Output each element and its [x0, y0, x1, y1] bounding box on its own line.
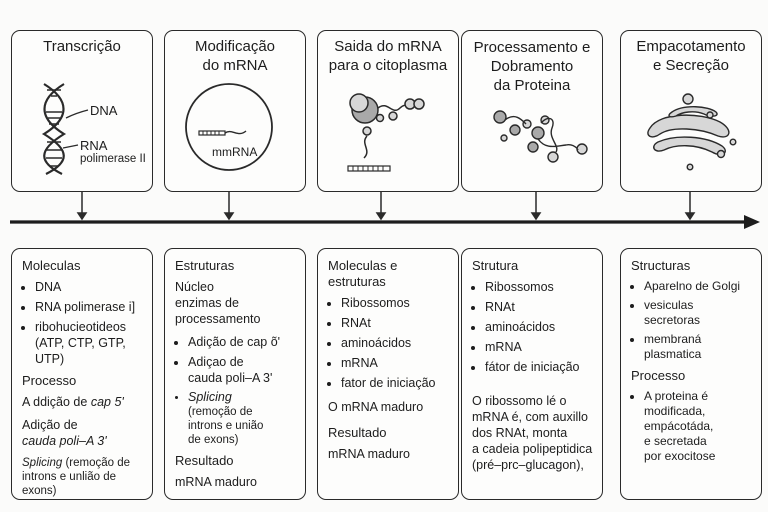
- list-item: Ribossomos: [341, 295, 450, 311]
- info-card-modificacao: Estruturas Núcleo enzimas de processamen…: [164, 248, 306, 500]
- result-text: mRNA maduro: [175, 475, 257, 489]
- list-item: mRNA: [485, 339, 594, 355]
- process-text: Splicing (remoção de introns e unlião de…: [22, 457, 131, 497]
- card-heading: Structuras: [631, 258, 691, 273]
- process-text: O mRNA maduro: [328, 400, 424, 414]
- list-item: aminoácidos: [341, 335, 450, 351]
- stage-modificacao: Modificação do mRNA: [164, 30, 306, 192]
- list-item: RNAt: [341, 315, 450, 331]
- info-card-transcricao: Moleculas DNA RNA polimerase i] ribohuci…: [11, 248, 153, 500]
- list-item: DNA: [35, 279, 144, 295]
- rna-polimerase-label: polimerase II: [80, 153, 146, 165]
- stage-title: Transcrição: [43, 38, 121, 55]
- list-item: fator de iniciação: [341, 375, 450, 391]
- result-text: mRNA maduro: [328, 447, 410, 461]
- process-text: O ribossomo lé o mRNA é, com auxillo dos…: [472, 394, 593, 472]
- list-item: RNA polimerase i]: [35, 299, 144, 315]
- card-heading: Resultado: [328, 425, 387, 440]
- dna-label: DNA: [90, 103, 118, 118]
- process-list: Adição de cap õ' Adiçao de cauda poli–A …: [175, 334, 297, 447]
- card-heading: Moleculas: [22, 258, 81, 273]
- stage-title: Processamento e Dobramento da Proteina: [473, 39, 591, 94]
- card-heading: Estruturas: [175, 258, 235, 273]
- structure-text: Núcleo enzimas de processamento: [175, 280, 261, 326]
- list-item: vesiculas secretoras: [644, 298, 753, 328]
- card-heading: Strutura: [472, 258, 519, 273]
- process-text: A ddição de cap 5': [22, 395, 124, 409]
- list-item: A proteina é modificada, empácotáda, e s…: [644, 389, 753, 464]
- list-item: Adiçao de cauda poli–A 3': [188, 354, 297, 386]
- process-text: Adição de cauda poli–A 3': [22, 418, 107, 448]
- list-item: Adição de cap õ': [188, 334, 297, 350]
- molecule-list: Ribossomos RNAt aminoácidos mRNA fator d…: [328, 295, 450, 391]
- nucleus-mrna-icon: [185, 83, 273, 171]
- protein-folding-icon: [493, 110, 588, 163]
- stage-transcricao: Transcrição: [11, 30, 153, 192]
- list-item: ribohucieotideos (ATP, CTP, GTP, UTP): [35, 319, 144, 367]
- list-item: aminoácidos: [485, 319, 594, 335]
- info-card-processamento: Strutura Ribossomos RNAt aminoácidos mRN…: [461, 248, 603, 500]
- card-heading: Processo: [22, 373, 77, 388]
- card-heading: Moleculas e estruturas: [328, 258, 398, 289]
- stage-processamento: Processamento e Dobramento da Proteina: [461, 30, 603, 192]
- info-card-saida-mrna: Moleculas e estruturas Ribossomos RNAt a…: [317, 248, 459, 500]
- mmrna-label: mmRNA: [212, 145, 258, 159]
- process-list: A proteina é modificada, empácotáda, e s…: [631, 389, 753, 464]
- stage-title: Saida do mRNA para o citoplasma: [328, 38, 448, 74]
- structure-list: Aparelno de Golgi vesiculas secretoras m…: [631, 279, 753, 362]
- stage-illustrations: [41, 83, 737, 175]
- card-heading: Resultado: [175, 453, 234, 468]
- stage-saida-mrna: Saida do mRNA para o citoplasma: [317, 30, 459, 192]
- stage-title: Modificação do mRNA: [194, 38, 276, 74]
- ribosome-export-icon: [347, 93, 425, 172]
- molecule-list: DNA RNA polimerase i] ribohucieotideos (…: [22, 279, 144, 367]
- rna-label: RNA: [80, 138, 108, 153]
- list-item: membraná plasmatica: [644, 332, 753, 362]
- structure-list: Ribossomos RNAt aminoácidos mRNA fátor d…: [472, 279, 594, 375]
- list-item: RNAt: [485, 299, 594, 315]
- list-item: fátor de iniciação: [485, 359, 594, 375]
- info-card-empacotamento: Structuras Aparelno de Golgi vesiculas s…: [620, 248, 762, 500]
- stage-title: Empacotamento e Secreção: [636, 38, 746, 74]
- dna-helix-icon: [41, 83, 89, 175]
- card-heading: Processo: [631, 368, 686, 383]
- list-item: Aparelno de Golgi: [644, 279, 753, 294]
- golgi-apparatus-icon: [647, 93, 737, 171]
- list-item: Ribossomos: [485, 279, 594, 295]
- list-item: mRNA: [341, 355, 450, 371]
- timeline-arrow: [10, 192, 760, 229]
- list-item: Splicing (remoção de introns e união de …: [188, 390, 297, 447]
